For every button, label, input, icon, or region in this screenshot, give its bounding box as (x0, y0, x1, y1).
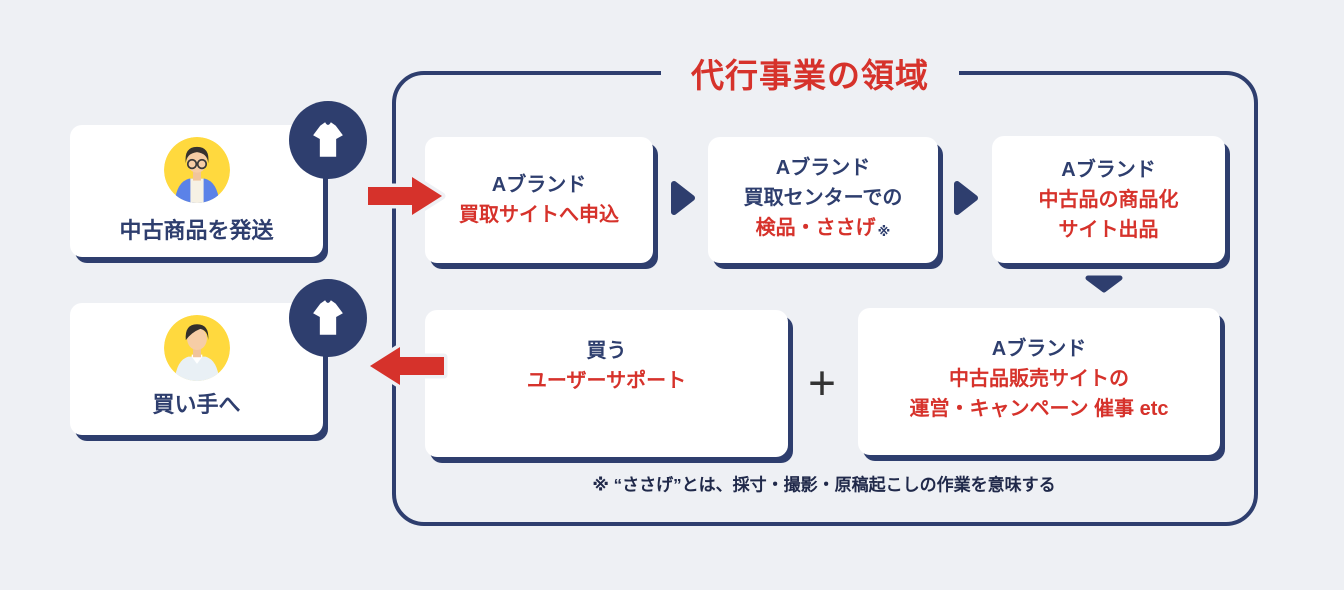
buyer-avatar-icon (163, 315, 230, 381)
tshirt-icon (289, 279, 367, 357)
arrow-down-icon (1084, 274, 1124, 299)
listing-card: Aブランド 中古品の商品化 サイト出品 (992, 136, 1225, 263)
support-card-line1: 買う (586, 340, 627, 362)
apply-card-line2: 買取サイトへ申込 (459, 204, 619, 226)
tshirt-icon (289, 101, 367, 179)
inspect-card-line1: Aブランド (775, 157, 871, 179)
arrow-right-icon (364, 172, 448, 225)
seller-avatar-icon (163, 137, 230, 203)
ship-goods-label: 中古商品を発送 (119, 218, 274, 243)
listing-card-line3: サイト出品 (1058, 218, 1159, 241)
diagram-title: 代行事業の領域 (661, 49, 959, 97)
operation-card-line3: 運営・キャンペーン 催事 etc (909, 398, 1169, 420)
buyer-avatar (163, 315, 230, 386)
operation-card-line1: Aブランド (991, 338, 1087, 360)
tshirt-glyph (313, 300, 343, 335)
note-reference-mark: ※ (877, 224, 891, 239)
apply-card: Aブランド 買取サイトへ申込 (425, 137, 653, 263)
buyer-label: 買い手へ (152, 392, 241, 417)
buyer-card: 買い手へ (70, 303, 323, 435)
chevron-right-icon (953, 180, 979, 221)
footnote: ※ “ささげ”とは、採寸・撮影・原稿起こしの作業を意味する (592, 475, 1056, 495)
listing-card-line1: Aブランド (1061, 158, 1156, 181)
support-card: 買う ユーザーサポート (425, 310, 788, 457)
apply-card-line1: Aブランド (491, 174, 587, 196)
inspect-card: Aブランド 買取センターでの 検品・ささげ※ (708, 137, 938, 263)
plus-sign: + (807, 357, 837, 411)
operation-card-line2: 中古品販売サイトの (949, 368, 1129, 390)
inspect-card-line3: 検品・ささげ※ (755, 217, 891, 239)
seller-avatar (163, 137, 230, 208)
arrow-left-icon (364, 342, 448, 395)
ship-goods-card: 中古商品を発送 (70, 125, 323, 257)
inspect-card-line2: 買取センターでの (743, 187, 903, 209)
tshirt-glyph (313, 122, 343, 157)
chevron-right-icon (670, 180, 696, 221)
operation-card: Aブランド 中古品販売サイトの 運営・キャンペーン 催事 etc (858, 308, 1220, 455)
support-card-line2: ユーザーサポート (526, 370, 687, 392)
listing-card-line2: 中古品の商品化 (1038, 188, 1179, 211)
